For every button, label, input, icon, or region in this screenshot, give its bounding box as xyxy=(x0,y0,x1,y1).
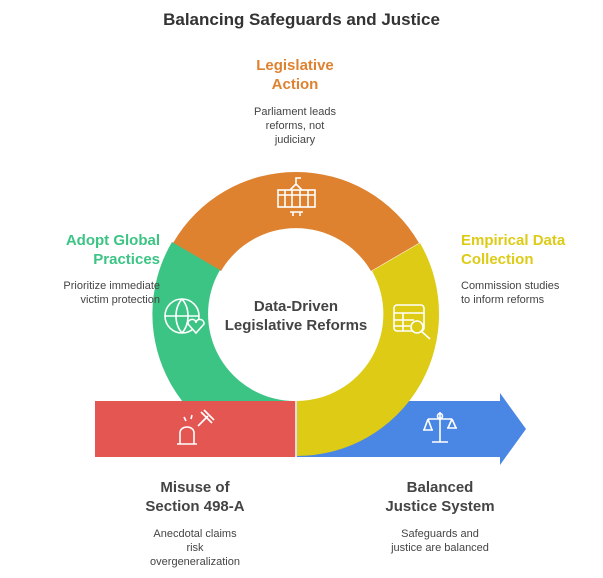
global-practices-desc: Prioritize immediate victim protection xyxy=(10,279,160,307)
center-label: Data-Driven Legislative Reforms xyxy=(211,297,381,335)
desc-line: Anecdotal claims xyxy=(153,528,237,540)
title-line: Section 498-A xyxy=(145,498,245,515)
title-line: Empirical Data xyxy=(461,232,566,249)
desc-line: to inform reforms xyxy=(461,294,545,306)
balanced-justice-desc: Safeguards and justice are balanced xyxy=(365,527,515,555)
title-line: Balanced xyxy=(406,479,474,496)
parliament-building-icon xyxy=(277,177,316,216)
gavel-icon xyxy=(177,409,215,445)
desc-line: judiciary xyxy=(274,134,316,146)
legislative-action-desc: Parliament leads reforms, not judiciary xyxy=(220,105,370,147)
title-line: Action xyxy=(271,76,319,93)
desc-line: justice are balanced xyxy=(391,542,489,554)
title-line: Misuse of xyxy=(160,479,230,496)
title-line: Legislative xyxy=(256,57,334,74)
title-line: Practices xyxy=(93,251,160,268)
table-search-icon xyxy=(393,304,431,340)
desc-line: overgeneralization xyxy=(150,556,240,568)
center-label-line2: Legislative Reforms xyxy=(224,317,368,334)
misuse-title: Misuse of Section 498-A xyxy=(120,478,270,516)
desc-line: Prioritize immediate xyxy=(63,280,160,292)
desc-line: risk xyxy=(186,542,204,554)
misuse-desc: Anecdotal claims risk overgeneralization xyxy=(120,527,270,569)
title-line: Justice System xyxy=(385,498,495,515)
scales-icon xyxy=(423,412,457,443)
center-label-line1: Data-Driven xyxy=(253,298,339,315)
title-line: Collection xyxy=(461,251,534,268)
desc-line: victim protection xyxy=(80,294,160,306)
title-line: Adopt Global xyxy=(65,232,160,249)
empirical-data-desc: Commission studies to inform reforms xyxy=(461,279,601,307)
globe-heart-icon xyxy=(164,298,205,335)
desc-line: reforms, not xyxy=(265,120,325,132)
diagram-title: Balancing Safeguards and Justice xyxy=(163,10,440,29)
stage-empirical-data-segment xyxy=(297,243,440,456)
desc-line: Commission studies xyxy=(461,280,560,292)
stage-misuse-bar xyxy=(95,401,296,457)
desc-line: Safeguards and xyxy=(401,528,479,540)
desc-line: Parliament leads xyxy=(254,106,336,118)
stage-legislative-action-segment xyxy=(173,171,419,271)
